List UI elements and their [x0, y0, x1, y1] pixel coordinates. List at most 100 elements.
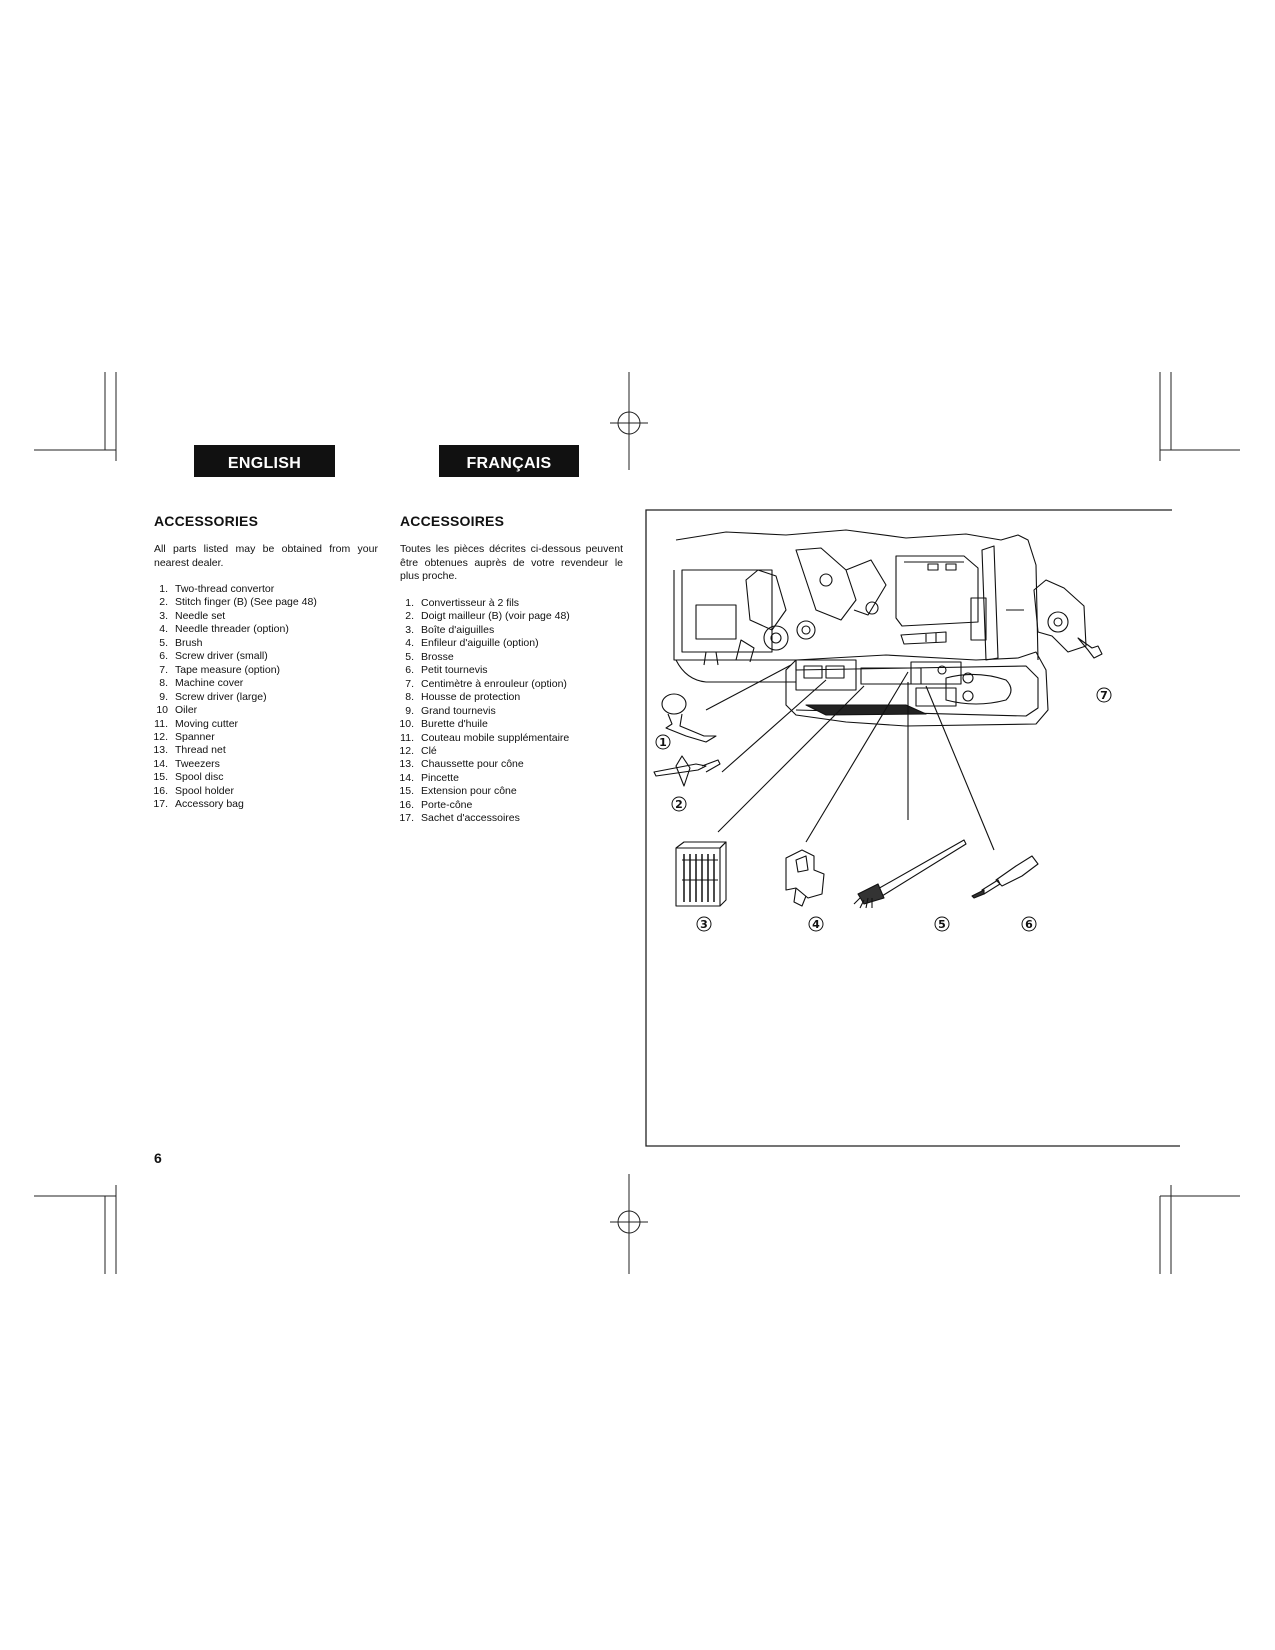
list-item: 13. Chaussette pour cône [393, 758, 570, 771]
list-item-number: 10. [399, 718, 414, 731]
list-item-label: Porte-cône [421, 798, 473, 811]
list-item: 7. Tape measure (option) [147, 664, 317, 677]
list-item-label: Chaussette pour cône [421, 758, 524, 771]
list-item-label: Clé [421, 744, 437, 757]
callout-5: 5 [934, 916, 950, 932]
list-item-number: 6. [405, 664, 414, 677]
list-item: 9. Grand tournevis [393, 705, 570, 718]
list-item-number: 7. [159, 663, 168, 676]
list-item-label: Needle set [175, 609, 226, 622]
list-item-label: Grand tournevis [421, 704, 496, 717]
callout-leader [721, 679, 827, 773]
list-item-number: 12. [399, 744, 414, 757]
list-item-number: 14. [399, 771, 414, 784]
list-item-number: 17. [153, 798, 168, 811]
french-heading: ACCESSOIRES [400, 513, 505, 529]
list-item-label: Tape measure (option) [175, 663, 281, 676]
needle-set-part [675, 841, 727, 907]
list-item-label: Spanner [175, 730, 215, 743]
list-item: 14. Pincette [393, 772, 570, 785]
svg-text:7: 7 [1100, 689, 1108, 702]
list-item: 11. Moving cutter [147, 718, 317, 731]
list-item: 17. Accessory bag [147, 798, 317, 811]
list-item: 7.Centimètre à enrouleur (option) [393, 678, 570, 691]
list-item-label: Brosse [421, 650, 454, 663]
list-item-number: 3. [405, 623, 414, 636]
callout-leader [705, 664, 792, 711]
list-item-label: Tweezers [175, 757, 220, 770]
list-item-number: 6. [159, 650, 168, 663]
callout-leader [925, 685, 995, 851]
list-item-number: 12. [153, 730, 168, 743]
list-item-number: 8. [405, 691, 414, 704]
list-item-number: 3. [159, 609, 168, 622]
list-item-label: Extension pour cône [421, 785, 517, 798]
callout-3: 3 [696, 916, 712, 932]
list-item-number: 1. [159, 583, 168, 595]
list-item-number: 2. [159, 596, 168, 609]
english-heading: ACCESSORIES [154, 513, 259, 529]
page-number: 6 [154, 1150, 162, 1166]
svg-text:2: 2 [675, 798, 683, 811]
list-item-number: 10 [156, 704, 168, 717]
list-item-number: 11. [154, 717, 168, 730]
stitch-finger-part [653, 755, 721, 787]
list-item: 11.Couteau mobile supplémentaire [393, 732, 570, 745]
list-item: 4.Needle threader (option) [147, 623, 317, 636]
list-item-label: Burette d'huile [421, 718, 488, 731]
list-item-number: 15. [153, 771, 168, 784]
needle-bar-mechanism [795, 547, 857, 621]
list-item-label: Pincette [421, 771, 459, 784]
list-item-number: 16. [399, 798, 414, 811]
list-item-label: Screw driver (small) [175, 650, 268, 663]
looper-wheel [763, 625, 789, 651]
list-item-number: 2. [405, 610, 414, 623]
list-item: 6. Screw driver (small) [147, 650, 317, 663]
list-item-label: Needle threader (option) [175, 623, 289, 636]
tab-english: ENGLISH [194, 445, 335, 477]
list-item: 4.Enfileur d'aiguille (option) [393, 637, 570, 650]
callout-4: 4 [808, 916, 824, 932]
list-item: 15.Extension pour cône [393, 785, 570, 798]
list-item-number: 5. [159, 636, 168, 649]
looper-mechanism [745, 569, 787, 631]
list-item-number: 4. [405, 637, 414, 650]
list-item: 8.Housse de protection [393, 691, 570, 704]
list-item-label: Accessory bag [175, 798, 244, 811]
machine-outline [673, 570, 797, 670]
list-item-number: 16. [153, 784, 168, 797]
list-item: 17.Sachet d'accessoires [393, 812, 570, 825]
list-item-number: 11. [400, 731, 414, 744]
tab-francais: FRANÇAIS [439, 445, 579, 477]
list-item: 12. Clé [393, 745, 570, 758]
list-item-label: Sachet d'accessoires [421, 812, 520, 825]
french-intro: Toutes les pièces décrites ci-dessous pe… [400, 543, 623, 583]
list-item-label: Convertisseur à 2 fils [421, 597, 520, 609]
svg-text:5: 5 [938, 918, 946, 931]
list-item-label: Machine cover [175, 677, 244, 690]
list-item-number: 9. [159, 690, 168, 703]
list-item-number: 14. [153, 757, 168, 770]
two-thread-convertor-part [661, 693, 717, 743]
spanner-part [1033, 579, 1087, 653]
list-item-number: 9. [405, 704, 414, 717]
registration-target-top [610, 372, 648, 470]
list-item-number: 8. [159, 677, 168, 690]
list-item: 5.Brosse [393, 651, 570, 664]
cover-edge [981, 545, 999, 661]
list-item: 13.Thread net [147, 744, 317, 757]
list-item: 1.Convertisseur à 2 fils [393, 597, 570, 610]
brush-part [853, 839, 967, 909]
throat-plate [795, 659, 857, 691]
list-item-number: 13. [399, 758, 414, 771]
list-item-label: Brush [175, 636, 203, 649]
list-item-label: Petit tournevis [421, 664, 488, 677]
list-item: 10. Burette d'huile [393, 718, 570, 731]
screw-driver-part [971, 855, 1039, 899]
callout-leader [805, 671, 909, 843]
machine-bed [785, 651, 1049, 727]
list-item-label: Moving cutter [175, 717, 239, 730]
machine-outline [675, 529, 1039, 661]
